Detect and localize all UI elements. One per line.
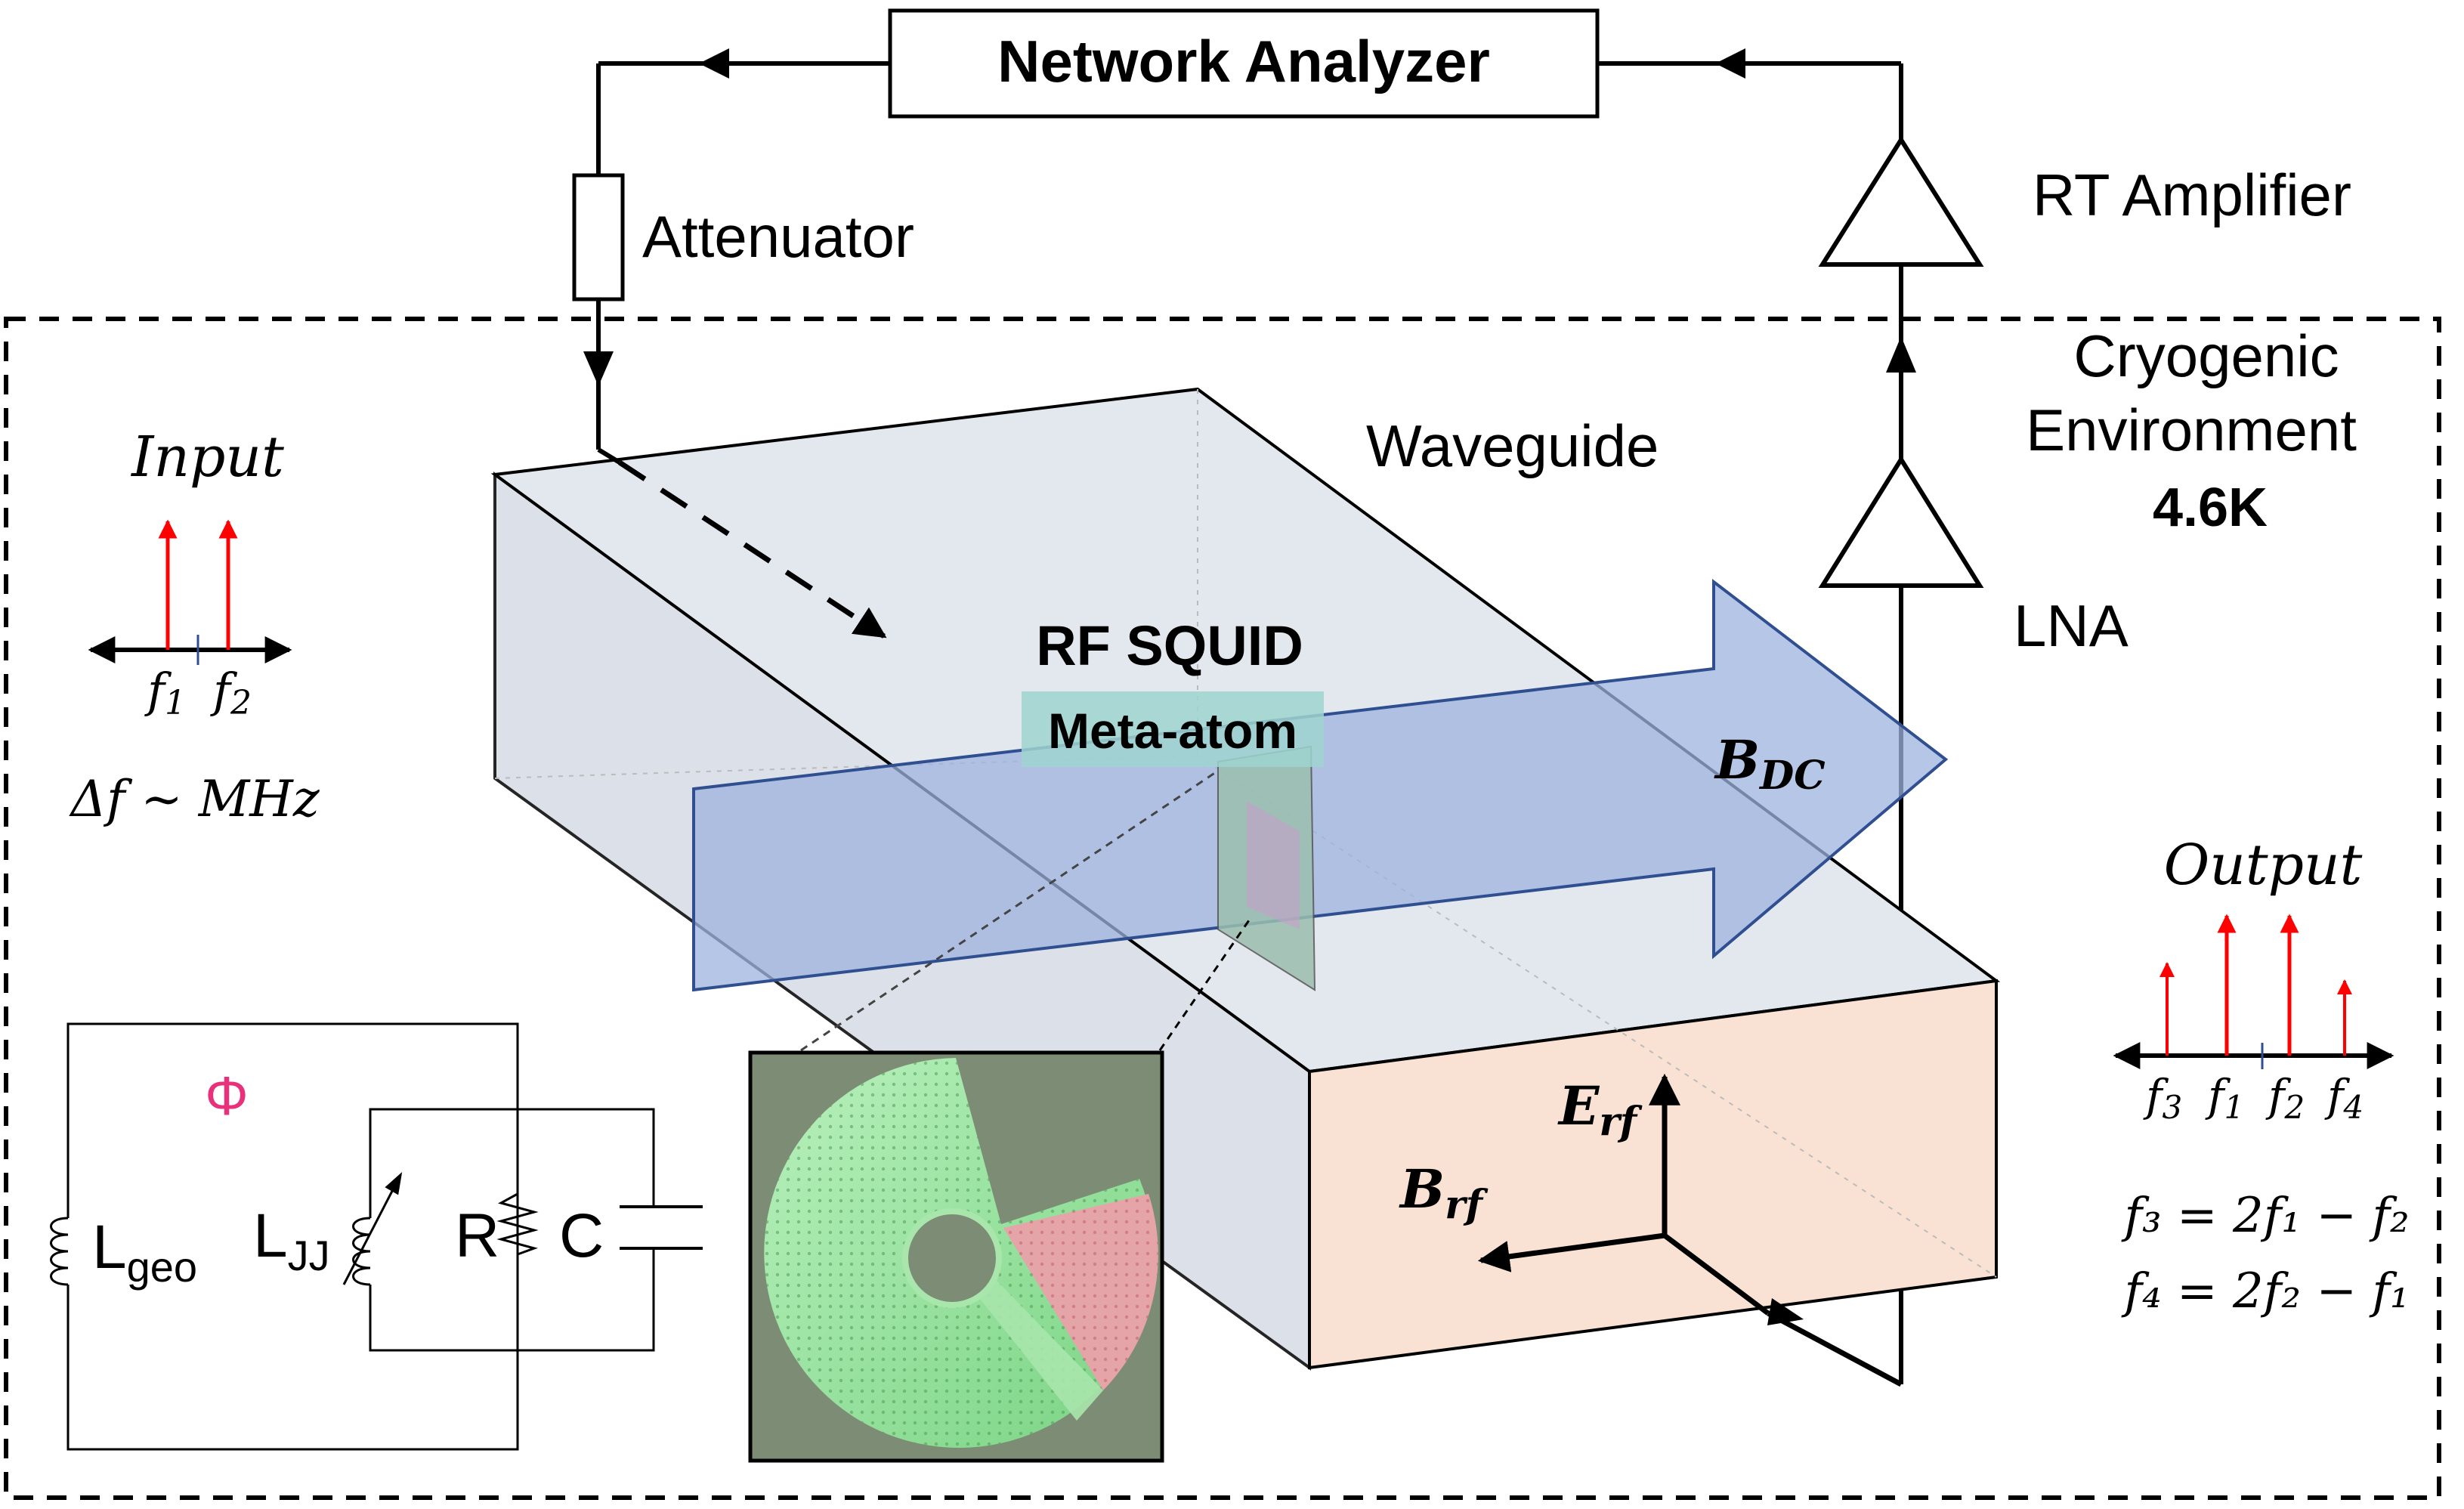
output-f1-label: f1: [2205, 1070, 2244, 1126]
resistor: [496, 1192, 539, 1256]
output-f3-label: f3: [2143, 1070, 2182, 1126]
flux-label: Φ: [205, 1066, 248, 1127]
propagation-arrow: [618, 460, 887, 639]
resistor-label: R: [455, 1201, 499, 1270]
temperature-label: 4.6K: [2153, 478, 2268, 538]
attenuator: Attenuator: [572, 173, 914, 301]
meta-atom-label-bg: [1022, 691, 1324, 767]
output-spectrum: Output f3 f1 f2 f4 f₃ = 2f₁ − f₂ f₄ = 2f…: [2113, 833, 2410, 1319]
rf-squid-label: RF SQUID: [1036, 614, 1303, 677]
brf-label: Brf: [1399, 1158, 1489, 1228]
input-feed-line: [597, 447, 621, 465]
zoom-line-left: [800, 769, 1219, 1052]
bdc-arrow: BDC: [692, 578, 1949, 992]
output-title: Output: [2164, 833, 2363, 898]
input-f2-label: f2: [210, 663, 252, 722]
output-eq-f4: f₄ = 2f₂ − f₁: [2121, 1263, 2409, 1319]
lgeo-label: Lgeo: [92, 1213, 197, 1291]
equivalent-circuit: [50, 1022, 703, 1451]
arrow-to-analyzer: [1715, 48, 1745, 79]
arrow-into-cryostat: [583, 351, 614, 386]
lna-label: LNA: [2014, 592, 2129, 659]
capacitor-label: C: [559, 1201, 604, 1270]
meta-atom-micrograph: [748, 1050, 1164, 1463]
waveguide-label: Waveguide: [1366, 413, 1659, 479]
network-analyzer: Network Analyzer: [888, 8, 1600, 119]
meta-atom-label: Meta-atom: [1048, 703, 1297, 759]
erf-label: Erf: [1557, 1075, 1643, 1145]
output-f2-label: f2: [2265, 1070, 2305, 1126]
bdc-label: BDC: [1714, 728, 1826, 799]
input-spacing-label: Δf ∼ MHz: [68, 770, 320, 828]
environment-label: Environment: [2026, 397, 2357, 463]
arrow-to-attenuator: [699, 48, 729, 79]
input-f1-label: f1: [144, 663, 186, 722]
meta-atom-chip: [1217, 745, 1316, 991]
cryogenic-label: Cryogenic: [2073, 323, 2339, 389]
output-f4-label: f4: [2324, 1070, 2364, 1126]
lna: LNA: [1818, 455, 2129, 659]
rf-field-axes: [1477, 1073, 1903, 1387]
cryogenic-boundary: [4, 317, 2441, 1500]
output-eq-f3: f₃ = 2f₁ − f₂: [2121, 1188, 2409, 1244]
attenuator-label: Attenuator: [642, 203, 914, 270]
network-analyzer-label: Network Analyzer: [997, 28, 1490, 94]
input-spectrum: Input f1 f2 Δf ∼ MHz: [68, 425, 320, 828]
rt-amplifier-label: RT Amplifier: [2033, 162, 2351, 228]
ljj-inductor: [352, 1217, 371, 1286]
lgeo-inductor: [50, 1217, 69, 1286]
ljj-label: LJJ: [253, 1201, 330, 1279]
rt-amplifier: RT Amplifier: [1818, 135, 2351, 267]
arrow-up-to-rt: [1886, 336, 1916, 373]
arrow-output-direction: [1767, 1298, 1804, 1325]
input-title: Input: [130, 425, 284, 490]
